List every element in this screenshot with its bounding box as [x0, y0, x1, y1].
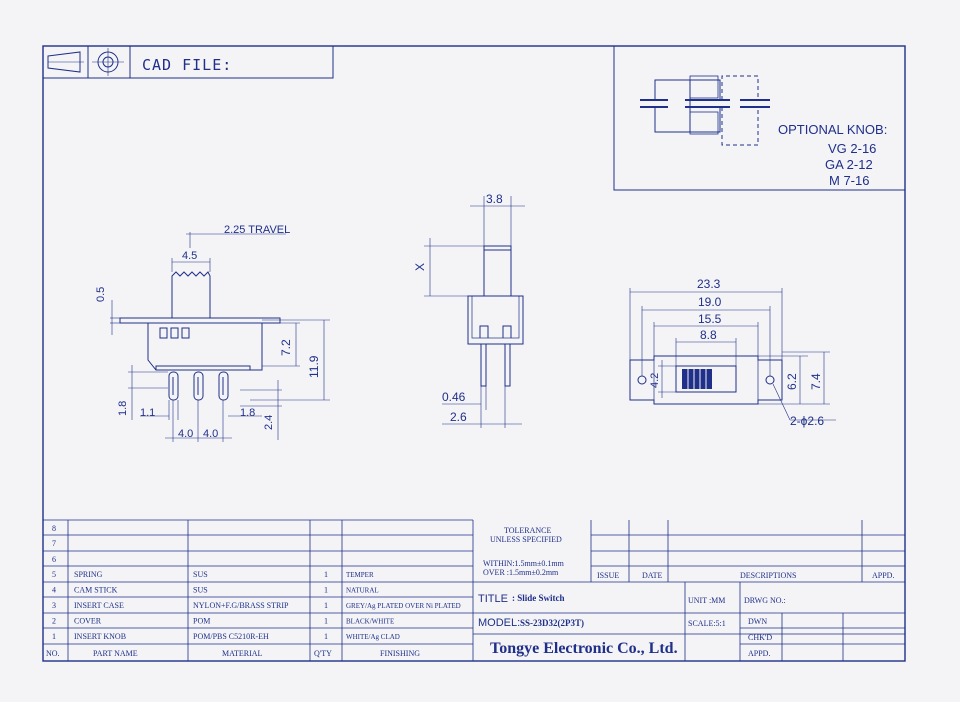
knob-option: VG 2-16	[828, 141, 876, 156]
dim-7-2: 7.2	[279, 339, 293, 356]
optional-knob-box: OPTIONAL KNOB: VG 2-16 GA 2-12 M 7-16	[613, 46, 905, 191]
header-qty: Q'TY	[314, 649, 332, 658]
row-number: 2	[52, 617, 56, 626]
slide-knob	[682, 369, 712, 389]
row-number: 3	[52, 601, 56, 610]
part-finishing: WHITE/Ag CLAD	[346, 633, 400, 641]
title-value: : Slide Switch	[512, 593, 565, 603]
dim-1-1: 1.1	[140, 407, 155, 419]
dim-1-8-right: 1.8	[240, 407, 255, 419]
drwg-label: DRWG NO.:	[744, 596, 786, 605]
cad-file-header: CAD FILE:	[42, 45, 334, 79]
part-qty: 1	[324, 601, 328, 610]
circuit-schematic	[640, 75, 770, 146]
body-len-dim: 15.5	[698, 312, 722, 326]
dim-2-4: 2.4	[263, 415, 275, 430]
tolerance-title: TOLERANCE	[504, 526, 552, 535]
pin-thickness-dim: 0.46	[442, 390, 466, 404]
slot-len-dim: 8.8	[700, 328, 717, 342]
part-finishing: TEMPER	[346, 571, 374, 579]
tolerance-within: WITHIN:1.5mm±0.1mm	[483, 559, 565, 568]
part-material: NYLON+F.G/BRASS STRIP	[193, 601, 289, 610]
dwn-label: DWN	[748, 617, 767, 626]
title-label: TITLE	[478, 593, 508, 605]
part-material: POM	[193, 617, 210, 626]
part-name: COVER	[74, 617, 102, 626]
header-finishing: FINISHING	[380, 649, 420, 658]
part-material: POM/PBS C5210R-EH	[193, 632, 269, 641]
appd-header: APPD.	[872, 571, 894, 580]
top-width-dim: 3.8	[486, 192, 503, 206]
appd-label: APPD.	[748, 649, 770, 658]
drawing-border	[42, 45, 906, 662]
unit-label: UNIT :MM	[688, 596, 725, 605]
header-no: NO.	[46, 649, 60, 658]
travel-dim: 2.25 TRAVEL	[224, 224, 290, 236]
model-label: MODEL:	[478, 617, 520, 629]
part-qty: 1	[324, 632, 328, 641]
date-header: DATE	[642, 571, 663, 580]
part-name: SPRING	[74, 570, 103, 579]
holes-dim: 2-ϕ2.6	[790, 414, 824, 428]
front-view: 3.8 X 0.46 2.6	[413, 192, 525, 428]
row-number: 7	[52, 539, 56, 548]
descriptions-header: DESCRIPTIONS	[740, 571, 796, 580]
pin-spacing-dim: 2.6	[450, 410, 467, 424]
optional-knob-title: OPTIONAL KNOB:	[778, 122, 887, 137]
part-qty: 1	[324, 586, 328, 595]
part-name: INSERT CASE	[74, 601, 124, 610]
model-value: SS-23D32(2P3T)	[520, 618, 584, 628]
part-material: SUS	[193, 570, 208, 579]
body-h-dim: 6.2	[785, 373, 799, 390]
row-number: 8	[52, 524, 56, 533]
part-qty: 1	[324, 617, 328, 626]
knob-width-dim: 4.5	[182, 250, 197, 262]
part-material: SUS	[193, 586, 208, 595]
part-qty: 1	[324, 570, 328, 579]
part-finishing: GREY/Ag PLATED OVER Ni PLATED	[346, 602, 461, 610]
projection-circle-icon	[92, 48, 124, 76]
part-finishing: BLACK/WHITE	[346, 618, 394, 626]
hole-pitch-dim: 19.0	[698, 295, 722, 309]
dim-11-9: 11.9	[307, 355, 321, 378]
header-material: MATERIAL	[222, 649, 263, 658]
company-name: Tongye Electronic Co., Ltd.	[490, 640, 678, 657]
dim-0-5: 0.5	[95, 287, 107, 302]
projection-cone-icon	[47, 51, 81, 73]
side-view: 2.25 TRAVEL 4.5 0.5 7.2 11.9 1.8 1.1 1.8…	[95, 224, 330, 442]
row-number: 6	[52, 555, 56, 564]
part-name: INSERT KNOB	[74, 632, 126, 641]
knob-option: M 7-16	[829, 173, 869, 188]
flange-h-dim: 7.4	[809, 373, 823, 390]
part-name: CAM STICK	[74, 586, 118, 595]
issue-header: ISSUE	[597, 571, 619, 580]
cad-file-label: CAD FILE:	[142, 56, 232, 74]
knob-option: GA 2-12	[825, 157, 873, 172]
tolerance-subtitle: UNLESS SPECIFIED	[490, 535, 562, 544]
overall-dim: 23.3	[697, 277, 721, 291]
top-view: 23.3 19.0 15.5 8.8 4.2 6.2 7.4 2-ϕ2.6	[629, 277, 836, 428]
row-number: 4	[52, 586, 56, 595]
header-part-name: PART NAME	[93, 649, 138, 658]
pitch-dim: 4.0	[178, 428, 193, 440]
tolerance-over: OVER :1.5mm±0.2mm	[483, 568, 559, 577]
dim-1-8-left: 1.8	[117, 401, 129, 416]
title-block: TOLERANCE UNLESS SPECIFIED WITHIN:1.5mm±…	[473, 520, 905, 661]
part-finishing: NATURAL	[346, 587, 379, 595]
row-number: 1	[52, 632, 56, 641]
slot-h-dim: 4.2	[649, 373, 661, 388]
chkd-label: CHK'D	[748, 633, 772, 642]
side-pins	[168, 371, 229, 401]
pitch-dim: 4.0	[203, 428, 218, 440]
x-dim: X	[413, 263, 427, 271]
row-number: 5	[52, 570, 56, 579]
scale-label: SCALE:5:1	[688, 619, 726, 628]
